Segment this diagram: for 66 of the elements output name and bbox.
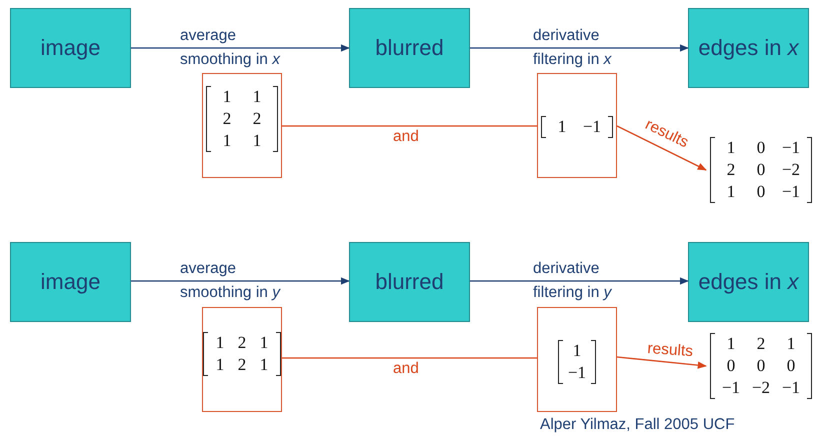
edge-label: average smoothing in y [180,259,282,303]
edge-label: derivative filtering in x [533,26,612,70]
matrix-box [202,73,282,178]
arrow [616,125,707,171]
process-box [10,8,131,88]
matrix-entry: 2 [222,108,232,130]
matrix-entry: 0 [756,137,766,159]
credit-note: Alper Yilmaz, Fall 2005 UCF [540,416,735,434]
matrix-entry: 2 [236,354,248,376]
matrix-entry: −1 [566,362,588,384]
node-label: edges in x [698,35,799,61]
matrix-entry: 1 [726,181,736,203]
matrix-entry: 1 [252,86,262,108]
matrix-entry: 2 [756,333,766,355]
matrix-entry: −1 [720,377,742,399]
matrix-box [202,307,282,412]
matrix-entry: 2 [252,108,262,130]
edge-label: and [393,360,419,378]
process-box [349,242,470,322]
process-box [349,8,470,88]
matrix-box [537,307,617,412]
matrix-box [537,73,617,178]
edge-label: and [393,128,419,146]
matrix-entry: 2 [726,159,736,181]
matrix-entry: 1 [258,354,270,376]
matrix-entry: −1 [780,377,802,399]
matrix-entry: 1 [214,354,226,376]
matrix-entry: 1 [786,333,796,355]
matrix-entry: 1 [572,340,582,362]
connector-line [282,125,537,127]
arrow [131,277,350,285]
node-label: edges in x [698,269,799,295]
matrix-entry: −2 [750,377,772,399]
matrix-entry: 1 [258,332,270,354]
arrow [470,277,689,285]
process-box [688,242,809,322]
matrix-entry: 0 [756,159,766,181]
matrix-entry: 1 [222,130,232,152]
matrix-entry: 0 [786,355,796,377]
node-label: image [40,269,100,295]
node-label: blurred [375,269,444,295]
edge-label: average smoothing in x [180,26,282,70]
matrix-entry: 0 [726,355,736,377]
matrix-entry: −1 [780,137,802,159]
matrix-entry: 0 [756,355,766,377]
matrix-entry: 1 [726,333,736,355]
matrix-entry: −2 [780,159,802,181]
matrix-entry: 2 [236,332,248,354]
matrix-entry: 1 [214,332,226,354]
matrix-entry: 1 [726,137,736,159]
matrix-entry: −1 [582,116,602,138]
node-label: blurred [375,35,444,61]
arrow [616,356,707,369]
matrix-entry: 0 [756,181,766,203]
node-label: image [40,35,100,61]
edge-label: results [646,340,694,362]
connector-line [282,357,537,359]
matrix-entry: 1 [252,130,262,152]
edge-label: derivative filtering in y [533,259,613,303]
matrix-entry: 1 [556,116,568,138]
arrow [131,44,350,52]
matrix-entry: 1 [222,86,232,108]
process-box [10,242,131,322]
matrix-entry: −1 [780,181,802,203]
process-box [688,8,809,88]
arrow [470,44,689,52]
